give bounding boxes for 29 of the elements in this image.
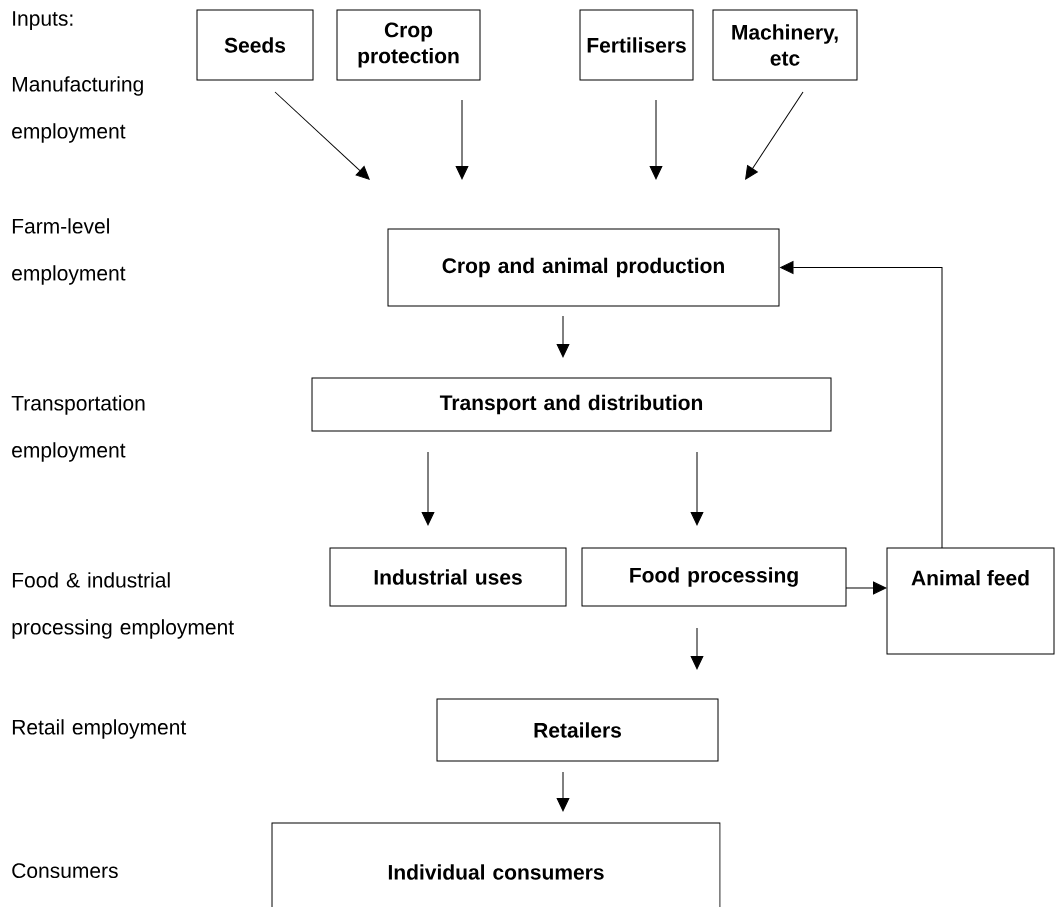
level-label: Manufacturing employment [12,76,143,143]
process-box: Fertilisers [579,9,694,81]
arrow [745,91,804,180]
arrow [845,581,887,595]
process-box: Animal feed [886,547,1055,655]
level-label: Inputs: [13,11,73,30]
level-label: Transportation employment [11,395,145,462]
level-label: Consumers [12,863,118,879]
process-box: Seeds [196,9,314,81]
arrow [649,99,663,180]
process-box: Crop protection [336,9,481,81]
process-box: Transport and distribution [311,377,832,432]
arrow [780,261,943,549]
level-label: Farm-level employment [12,218,126,285]
arrow [556,771,570,812]
arrow [455,99,469,180]
process-box: Industrial uses [329,547,567,607]
arrow [421,451,435,526]
level-label: Food & industrial processing employment [12,572,234,639]
process-box: Food processing [581,547,847,607]
arrow [690,451,704,526]
process-box: Retailers [436,698,719,762]
process-box: Individual consumers [271,822,721,907]
process-box: Machinery, etc [712,9,858,81]
level-label: Retail employment [12,719,187,739]
arrow [274,91,370,180]
process-box: Crop and animal production [387,228,780,307]
arrow [690,627,704,670]
arrow [556,315,570,358]
